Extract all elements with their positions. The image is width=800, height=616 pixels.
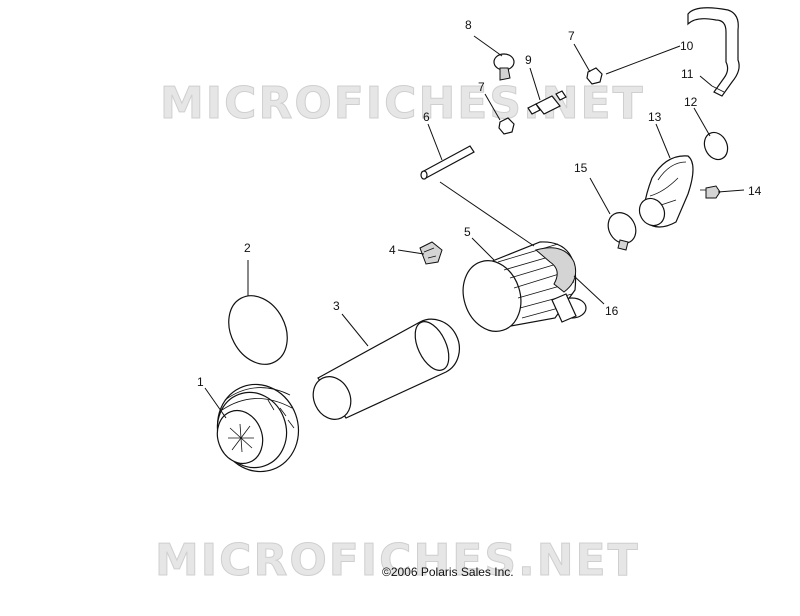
part-4-clip [419, 241, 443, 265]
part-9-valve [527, 90, 567, 115]
part-14-fitting [700, 185, 721, 199]
part-6-tube [420, 145, 475, 180]
callout-13: 13 [648, 110, 662, 124]
part-12-clamp [703, 131, 729, 161]
callout-9: 9 [525, 53, 532, 67]
part-13-intake-duct [638, 155, 694, 228]
callout-10: 10 [680, 39, 694, 53]
part-15-clamp [607, 212, 637, 251]
part-5-airbox-housing [462, 241, 587, 332]
part-10-breather-hose [687, 7, 740, 97]
callout-16: 16 [605, 304, 619, 318]
callout-11: 11 [681, 67, 694, 81]
part-11-pin [711, 85, 725, 93]
callout-3: 3 [333, 299, 340, 313]
callout-5: 5 [464, 225, 471, 239]
watermark-bottom: MICROFICHES.NET [155, 535, 640, 586]
part-7-fitting-b [586, 67, 603, 85]
callout-7a: 7 [478, 80, 485, 94]
part-2-gasket [228, 295, 288, 365]
part-8-clamp [493, 53, 515, 81]
copyright-text: ©2006 Polaris Sales Inc. [382, 565, 514, 579]
part-1-airbox-cover [216, 383, 300, 473]
part-7-fitting-a [498, 117, 515, 135]
callout-7b: 7 [568, 29, 575, 43]
callout-2: 2 [244, 241, 251, 255]
callouts: 1 2 3 4 5 6 7 7 8 9 10 11 12 13 14 15 16 [197, 18, 762, 389]
callout-15: 15 [574, 161, 588, 175]
part-3-filter-element [312, 318, 461, 420]
watermark-top: MICROFICHES.NET [160, 78, 645, 129]
callout-6: 6 [423, 110, 430, 124]
callout-1: 1 [197, 375, 204, 389]
callout-14: 14 [748, 184, 762, 198]
callout-4: 4 [389, 243, 396, 257]
callout-12: 12 [684, 95, 698, 109]
leader-lines [204, 35, 745, 419]
callout-8: 8 [465, 18, 472, 32]
